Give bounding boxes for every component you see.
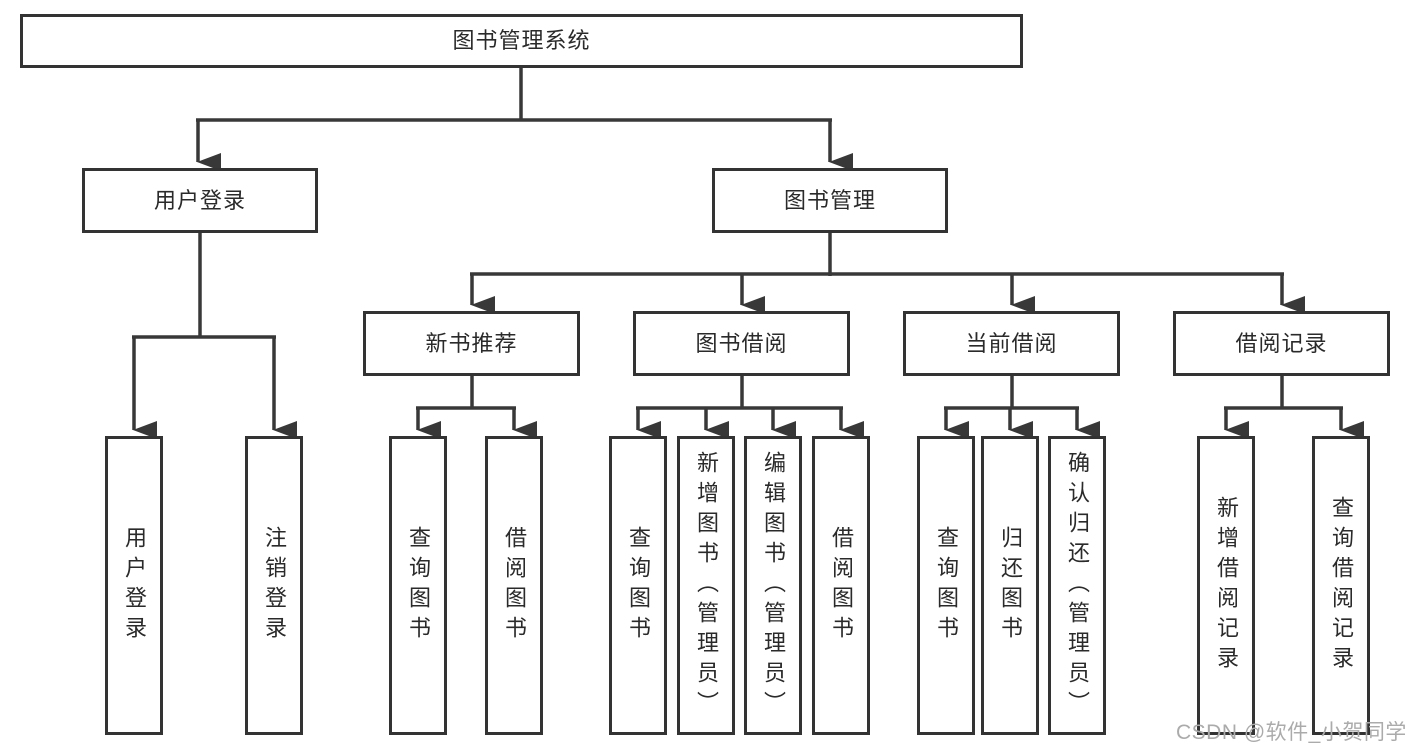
- diagram-leaf-borrow-books: 借阅图书: [485, 436, 543, 735]
- diagram-node-new-book-recommend: 新书推荐: [363, 311, 580, 376]
- diagram-leaf-return-books: 归还图书: [981, 436, 1039, 735]
- diagram-leaf-query-books: 查询图书: [389, 436, 447, 735]
- diagram-leaf-add-books-admin: 新增图书（管理员）: [677, 436, 735, 735]
- diagram-leaf-add-borrow-record: 新增借阅记录: [1197, 436, 1255, 735]
- diagram-node-book-management: 图书管理: [712, 168, 948, 233]
- csdn-watermark: CSDN @软件_小贺同学: [1176, 721, 1405, 744]
- diagram-node-borrow-records: 借阅记录: [1173, 311, 1390, 376]
- diagram-leaf-user-login: 用户登录: [105, 436, 163, 735]
- diagram-leaf-borrow-books: 借阅图书: [812, 436, 870, 735]
- diagram-leaf-query-books: 查询图书: [609, 436, 667, 735]
- diagram-node-root: 图书管理系统: [20, 14, 1023, 68]
- diagram-leaf-logout: 注销登录: [245, 436, 303, 735]
- diagram-leaf-query-books: 查询图书: [917, 436, 975, 735]
- diagram-node-current-borrow: 当前借阅: [903, 311, 1120, 376]
- diagram-leaf-edit-books-admin: 编辑图书（管理员）: [744, 436, 802, 735]
- diagram-node-user-login: 用户登录: [82, 168, 318, 233]
- diagram-leaf-confirm-return-admin: 确认归还（管理员）: [1048, 436, 1106, 735]
- diagram-leaf-query-borrow-record: 查询借阅记录: [1312, 436, 1370, 735]
- diagram-node-book-borrow: 图书借阅: [633, 311, 850, 376]
